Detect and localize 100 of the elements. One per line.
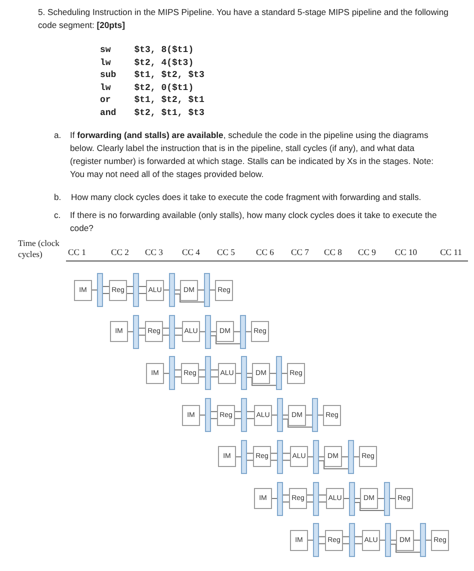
connector-line xyxy=(164,372,170,374)
pipeline-register-bar xyxy=(277,398,283,432)
pipeline-register-bar xyxy=(133,273,139,307)
connector-line xyxy=(308,456,314,458)
connector-line xyxy=(342,543,350,544)
pipeline-register-bar xyxy=(169,314,175,349)
pipeline-register-bar xyxy=(313,482,319,516)
clock-cycle-label: CC 7 xyxy=(290,247,310,258)
connector-line xyxy=(318,414,324,416)
pipeline-register-bar xyxy=(241,356,247,390)
pipeline-register-bar xyxy=(204,273,210,307)
pipeline-register-bar xyxy=(349,482,355,516)
pipeline-register-bar xyxy=(277,482,283,516)
connector-line xyxy=(246,418,254,420)
connector-line xyxy=(138,328,146,329)
connector-line xyxy=(282,460,290,461)
connector-line xyxy=(174,376,182,378)
connector-line xyxy=(426,540,432,541)
connector-line xyxy=(210,369,218,370)
pipeline-register-bar xyxy=(169,356,175,390)
connector-line xyxy=(162,334,170,336)
list-marker: c. xyxy=(54,209,61,222)
connector-line xyxy=(390,540,396,541)
connector-line xyxy=(198,369,206,370)
connector-line xyxy=(174,334,182,336)
connector-line xyxy=(200,414,206,416)
pipeline-register-bar xyxy=(240,314,246,349)
clock-cycle-label: CC 1 xyxy=(67,247,87,258)
code-line: and $t2, $t1, $t3 xyxy=(100,107,204,120)
question-text: If there is no forwarding available (only stalls), how many clock cycles does it take to execute the code? xyxy=(70,209,438,235)
pipeline-register-bar xyxy=(313,523,319,558)
pipeline-register-bar xyxy=(384,482,390,516)
connector-line xyxy=(282,414,288,416)
connector-line xyxy=(102,293,110,294)
pipeline-register-bar xyxy=(312,398,318,432)
connector-line xyxy=(200,331,206,332)
connector-line xyxy=(270,460,278,461)
connector-line xyxy=(390,498,396,499)
code-line: sw $t3, 8($t1) xyxy=(100,44,194,57)
pipeline-register-bar xyxy=(420,523,426,558)
connector-line xyxy=(342,456,348,458)
pipeline-register-bar xyxy=(277,440,283,474)
connector-line xyxy=(126,293,134,294)
connector-line xyxy=(246,331,252,332)
connector-line xyxy=(174,328,182,329)
connector-line xyxy=(210,411,218,412)
connector-line xyxy=(210,331,216,332)
question-text: How many clock cycles does it take to execute the code fragment with forwarding and stalls. xyxy=(71,191,422,204)
connector-line xyxy=(174,369,182,370)
connector-line xyxy=(236,372,242,374)
clock-cycle-label: CC 8 xyxy=(323,247,343,258)
connector-line xyxy=(282,418,312,428)
connector-line xyxy=(210,335,240,344)
connector-line xyxy=(390,544,420,553)
connector-line xyxy=(308,540,314,541)
pipeline-register-bar xyxy=(169,273,175,307)
connector-line xyxy=(318,543,326,544)
connector-line xyxy=(234,331,240,332)
connector-line xyxy=(306,494,314,496)
axis-label: Time (clock cycles) xyxy=(18,238,60,260)
connector-line xyxy=(128,331,134,332)
connector-line xyxy=(354,543,362,544)
connector-line xyxy=(354,502,384,511)
connector-line xyxy=(318,460,348,470)
connector-line xyxy=(270,452,278,454)
connector-line xyxy=(380,540,386,541)
connector-line xyxy=(272,414,278,416)
pipeline-register-bar xyxy=(241,440,247,474)
pipeline-register-bar xyxy=(205,356,211,390)
connector-line xyxy=(174,294,204,302)
connector-line xyxy=(270,372,276,374)
connector-line xyxy=(210,418,218,420)
clock-cycle-label: CC 3 xyxy=(144,247,164,258)
connector-line xyxy=(354,456,360,458)
connector-line xyxy=(318,456,324,458)
connector-line xyxy=(234,411,242,412)
list-marker: b. xyxy=(54,191,62,204)
clock-cycle-label: CC 11 xyxy=(441,247,461,258)
pipeline-register-bar xyxy=(205,398,211,432)
pipeline-register-bar xyxy=(276,356,282,390)
connector-line xyxy=(342,536,350,538)
connector-line xyxy=(198,376,206,378)
clock-cycle-label: CC 5 xyxy=(216,247,236,258)
clock-cycle-label: CC 9 xyxy=(357,247,377,258)
connector-line xyxy=(282,494,290,496)
code-line: lw $t2, 4($t3) xyxy=(100,56,194,70)
connector-line xyxy=(246,372,252,374)
pipeline-register-bar xyxy=(97,273,103,307)
connector-line xyxy=(318,536,326,538)
code-line: sub $t1, $t2, $t3 xyxy=(100,69,204,82)
question-text: If forwarding (and stalls) are available, schedule the code in the pipeline using the diagrams below. Clearly label the instruction that is in the pipeline, stall cycles (if any), and what data (register number) is forwarded at which stage. Stalls can be indicated by Xs in the stages. Note: You may not need all of the stages provided below. xyxy=(70,129,435,181)
connector-line xyxy=(246,376,276,386)
connector-line xyxy=(246,411,254,412)
connector-line xyxy=(306,414,312,416)
pipeline-register-bar xyxy=(205,314,211,349)
connector-line xyxy=(354,536,362,538)
pipeline-register-bar xyxy=(348,440,354,474)
connector-line xyxy=(102,286,110,287)
connector-line xyxy=(282,452,290,454)
connector-line xyxy=(236,456,242,458)
